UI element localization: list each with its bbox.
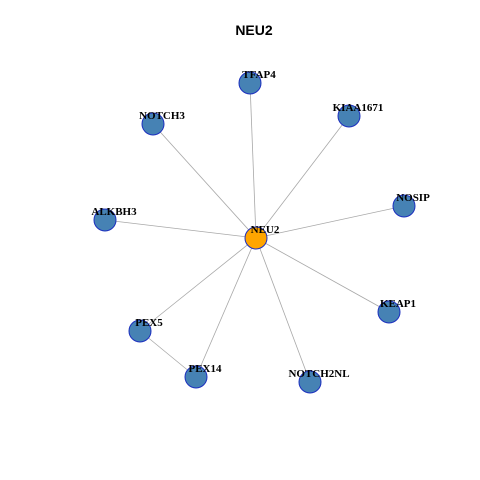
- node-label-notch2nl: NOTCH2NL: [288, 368, 349, 380]
- edge-neu2-notch2nl: [255, 237, 311, 383]
- node-pex5: PEX5: [128, 317, 163, 343]
- node-circle-neu2: [244, 226, 268, 250]
- node-notch3: NOTCH3: [139, 110, 185, 136]
- edge-pex5-pex14: [139, 330, 197, 378]
- edge-neu2-tfap4: [249, 82, 257, 239]
- node-label-tfap4: TFAP4: [242, 69, 276, 81]
- node-label-keap1: KEAP1: [380, 298, 416, 310]
- node-keap1: KEAP1: [377, 298, 416, 324]
- node-circle-notch2nl: [298, 370, 322, 394]
- node-notch2nl: NOTCH2NL: [288, 368, 350, 394]
- node-alkbh3: ALKBH3: [91, 206, 137, 232]
- node-circle-notch3: [141, 112, 165, 136]
- node-circle-pex14: [184, 365, 208, 389]
- node-label-alkbh3: ALKBH3: [91, 206, 137, 218]
- node-neu2: NEU2: [244, 224, 280, 250]
- edge-neu2-alkbh3: [104, 219, 257, 239]
- node-label-neu2: NEU2: [251, 224, 280, 236]
- edge-neu2-notch3: [152, 123, 257, 239]
- node-label-kiaa1671: KIAA1671: [333, 102, 384, 114]
- edge-neu2-pex14: [195, 237, 257, 378]
- node-circle-nosip: [392, 194, 416, 218]
- node-kiaa1671: KIAA1671: [333, 102, 384, 128]
- node-circle-keap1: [377, 300, 401, 324]
- node-label-pex14: PEX14: [189, 363, 223, 375]
- edge-neu2-kiaa1671: [255, 115, 350, 239]
- edge-neu2-keap1: [255, 237, 390, 313]
- node-circle-kiaa1671: [337, 104, 361, 128]
- node-label-nosip: NOSIP: [396, 192, 430, 204]
- node-label-pex5: PEX5: [135, 317, 163, 329]
- node-tfap4: TFAP4: [238, 69, 276, 95]
- node-label-notch3: NOTCH3: [139, 110, 185, 122]
- node-circle-pex5: [128, 319, 152, 343]
- node-nosip: NOSIP: [392, 192, 430, 218]
- node-pex14: PEX14: [184, 363, 223, 389]
- node-circle-alkbh3: [93, 208, 117, 232]
- graph-title: NEU2: [235, 22, 273, 38]
- edge-layer: [104, 82, 405, 383]
- node-circle-tfap4: [238, 71, 262, 95]
- edge-neu2-pex5: [139, 237, 257, 332]
- edge-neu2-nosip: [255, 205, 405, 239]
